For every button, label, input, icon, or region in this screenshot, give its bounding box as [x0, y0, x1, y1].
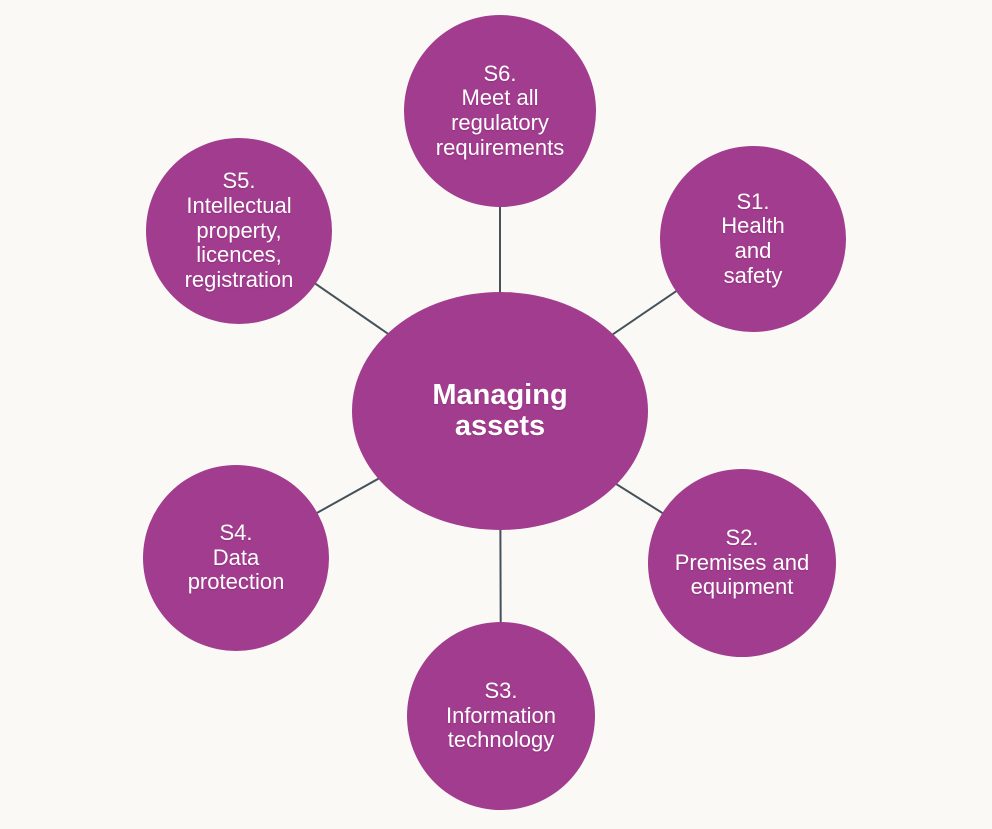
node-s1-label: S1. Health and safety: [721, 188, 785, 288]
node-s6-regulatory-requirements: S6. Meet all regulatory requirements: [404, 15, 596, 207]
center-node-label: Managing assets: [432, 378, 568, 442]
node-s5-label: S5. Intellectual property, licences, reg…: [184, 168, 294, 292]
node-s1-health-and-safety: S1. Health and safety: [660, 146, 846, 332]
node-s3-label: S3. Information technology: [445, 678, 557, 753]
node-s6-label: S6. Meet all regulatory requirements: [435, 60, 565, 160]
node-s4-data-protection: S4. Data protection: [143, 465, 329, 651]
node-s3-information-technology: S3. Information technology: [407, 622, 595, 810]
node-s2-premises-and-equipment: S2. Premises and equipment: [648, 469, 836, 657]
node-s5-intellectual-property: S5. Intellectual property, licences, reg…: [146, 138, 332, 324]
node-s4-label: S4. Data protection: [187, 520, 285, 595]
center-node-managing-assets: Managing assets: [352, 292, 648, 530]
node-s2-label: S2. Premises and equipment: [674, 525, 810, 600]
